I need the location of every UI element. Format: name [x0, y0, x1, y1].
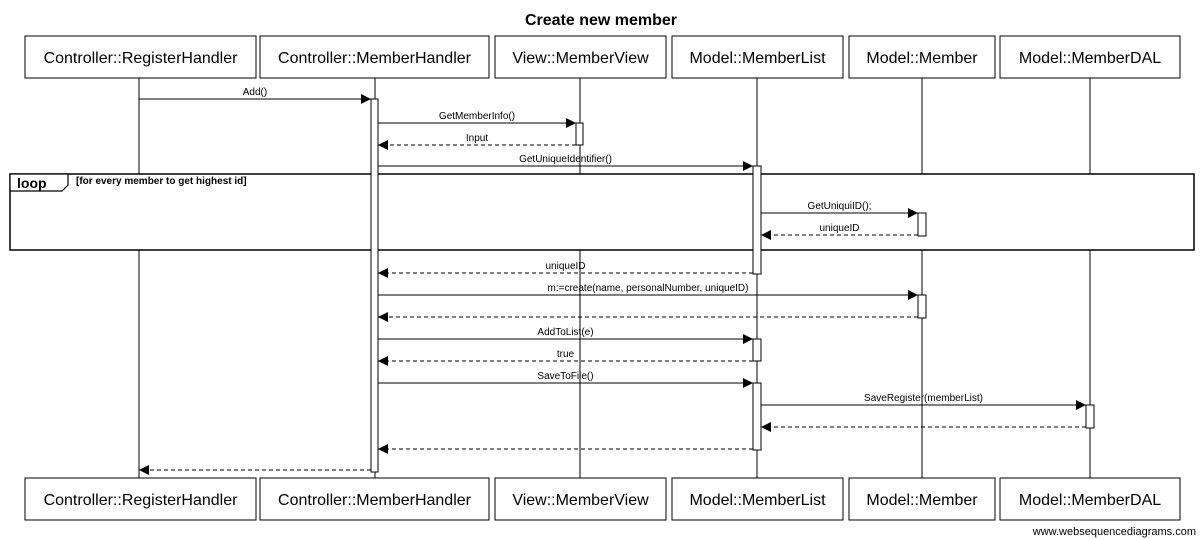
message-m-create-name-personalnumber-uniqueid: m:=create(name, personalNumber, uniqueID…: [378, 283, 918, 300]
activation-bar-memberview: [575, 122, 584, 146]
participant-label: Controller::RegisterHandler: [44, 50, 239, 67]
participant-box: [671, 477, 844, 521]
participant-label: Model::Member: [866, 492, 978, 509]
activation-bar-memberlist-addtolist: [752, 338, 762, 362]
participant-label: View::MemberView: [512, 50, 649, 67]
message-true: true: [378, 349, 753, 366]
message-label: GetUniqueIdentifier(): [519, 154, 612, 165]
message-label: Input: [466, 133, 488, 144]
activation-bar-memberdal: [1085, 404, 1095, 429]
message-label: Add(): [243, 87, 267, 98]
message-label: AddToList(e): [537, 327, 593, 338]
participants-bottom: Controller::RegisterHandler Controller::M…: [24, 477, 1181, 521]
message-input: Input: [378, 133, 576, 150]
loop-label: loop: [17, 175, 47, 191]
message-label: SaveRegister(memberList): [864, 393, 983, 404]
participant-box: [494, 35, 667, 79]
message-label: GetMemberInfo(): [439, 111, 515, 122]
message-label: SaveToFile(): [537, 371, 593, 382]
participant-model-member-top: Model::Member: [848, 35, 996, 79]
participant-model-memberlist-top: Model::MemberList: [671, 35, 844, 79]
message-label: uniqueID: [819, 223, 859, 234]
activation-bar-memberlist-savetofile: [752, 382, 762, 451]
participant-label: Controller::MemberHandler: [278, 492, 472, 509]
participant-box: [24, 35, 257, 79]
message-uniqueid: uniqueID: [761, 223, 918, 240]
activation-bar-memberlist-getunique: [752, 165, 762, 275]
participant-box: [259, 477, 490, 521]
message-label: true: [557, 349, 575, 360]
participant-model-memberdal-top: Model::MemberDAL: [999, 35, 1181, 79]
participant-box: [494, 477, 667, 521]
message-label: m:=create(name, personalNumber, uniqueID…: [548, 283, 749, 294]
message-add: Add(): [139, 87, 371, 104]
participant-controller-registerhandler-top: Controller::RegisterHandler: [24, 35, 257, 79]
participant-box: [999, 477, 1181, 521]
watermark: www.websequencediagrams.com: [1032, 526, 1196, 538]
participant-model-memberlist-bottom: Model::MemberList: [671, 477, 844, 521]
participant-label: Model::Member: [866, 50, 978, 67]
message-getuniqueidentifier: GetUniqueIdentifier(): [378, 154, 753, 171]
participant-view-memberview-top: View::MemberView: [494, 35, 667, 79]
participant-label: Controller::RegisterHandler: [44, 492, 239, 509]
loop-frame-border: [9, 173, 1195, 251]
participant-box: [671, 35, 844, 79]
loop-label-box: [9, 173, 69, 192]
participants-top: Controller::RegisterHandler Controller::M…: [24, 35, 1181, 79]
participant-box: [848, 477, 996, 521]
participant-controller-memberhandler-top: Controller::MemberHandler: [259, 35, 490, 79]
participant-model-member-bottom: Model::Member: [848, 477, 996, 521]
lifelines: [138, 78, 1091, 478]
message-getuniquiid: GetUniquiID();: [761, 201, 918, 218]
participant-label: Model::MemberList: [689, 492, 826, 509]
participant-box: [24, 477, 257, 521]
participant-box: [999, 35, 1181, 79]
participant-box: [259, 35, 490, 79]
message-uniqueid: uniqueID: [378, 261, 753, 278]
activation-bar-member-getuniquiid: [917, 212, 927, 237]
activation-bars: [370, 98, 1095, 473]
diagram-title: Create new member: [525, 12, 677, 29]
message-saveregister-memberlist: SaveRegister(memberList): [761, 393, 1086, 410]
message-savetofile: SaveToFile(): [378, 371, 753, 388]
participant-label: View::MemberView: [512, 492, 649, 509]
participant-controller-memberhandler-bottom: Controller::MemberHandler: [259, 477, 490, 521]
messages: Add() GetMemberInfo() InputGetUniqueIdenti…: [139, 87, 1086, 475]
activation-bar-memberhandler: [370, 98, 379, 473]
loop-frame: loop [for every member to get highest id…: [9, 173, 1195, 251]
participant-label: Model::MemberDAL: [1019, 50, 1161, 67]
participant-label: Model::MemberList: [689, 50, 826, 67]
message-addtolist-e: AddToList(e): [378, 327, 753, 344]
activation-bar-member-create: [917, 294, 927, 319]
message-getmemberinfo: GetMemberInfo(): [378, 111, 576, 128]
participant-view-memberview-bottom: View::MemberView: [494, 477, 667, 521]
message-label: GetUniquiID();: [808, 201, 872, 212]
participant-controller-registerhandler-bottom: Controller::RegisterHandler: [24, 477, 257, 521]
loop-condition: [for every member to get highest id]: [76, 176, 247, 187]
message-label: uniqueID: [545, 261, 585, 272]
participant-label: Controller::MemberHandler: [278, 50, 472, 67]
participant-box: [848, 35, 996, 79]
participant-model-memberdal-bottom: Model::MemberDAL: [999, 477, 1181, 521]
participant-label: Model::MemberDAL: [1019, 492, 1161, 509]
